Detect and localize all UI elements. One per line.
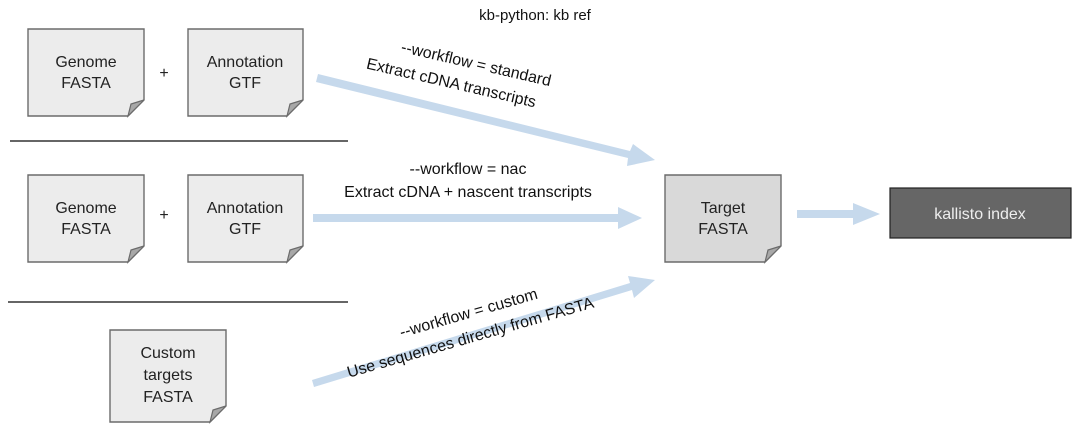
annotation-gtf-doc-2 [187,174,304,264]
genome-fasta-label-line2: FASTA [61,75,111,92]
arrow-to-index [797,203,880,225]
custom-targets-fasta-doc [109,329,227,424]
annotation-gtf-2-label-line1: Annotation [207,200,284,217]
arrow-nac [313,207,642,229]
genome-fasta-2-label-line2: FASTA [61,221,111,238]
document-body [27,28,145,117]
row-nac: Genome FASTA + Annotation GTF --workflow… [27,161,642,264]
document-fold-corner [763,245,782,264]
document-body [664,174,782,263]
workflow-nac-description: Extract cDNA + nascent transcripts [344,184,592,201]
document-fold-corner [285,99,304,118]
arrow-standard [316,74,655,166]
annotation-gtf-doc [187,28,304,118]
annotation-gtf-2-label-line2: GTF [229,221,261,238]
plus-sign-2: + [159,207,168,224]
custom-targets-label-line3: FASTA [143,389,193,406]
document-body [27,174,145,263]
plus-sign: + [159,65,168,82]
document-fold-corner [208,405,227,424]
genome-fasta-2-label-line1: Genome [55,200,116,217]
genome-fasta-doc [27,28,145,118]
diagram-title: kb-python: kb ref [479,7,592,24]
row-custom: Custom targets FASTA --workflow = custom… [109,276,655,424]
target-fasta-label-line1: Target [701,200,746,217]
document-body [187,28,304,117]
row-standard: Genome FASTA + Annotation GTF --workflow… [27,28,655,166]
target-fasta-label-line2: FASTA [698,221,748,238]
annotation-gtf-label-line2: GTF [229,75,261,92]
kallisto-index-box [889,187,1072,239]
document-fold-corner [126,99,145,118]
annotation-gtf-label-line1: Annotation [207,54,284,71]
custom-targets-label-line2: targets [144,367,193,384]
workflow-nac-label: --workflow = nac [410,161,527,178]
kallisto-index-label: kallisto index [934,206,1026,223]
genome-fasta-doc-2 [27,174,145,264]
target-fasta-doc [664,174,782,264]
genome-fasta-label-line1: Genome [55,54,116,71]
arrow-custom [312,276,655,387]
document-body [187,174,304,263]
document-fold-corner [285,245,304,264]
custom-targets-label-line1: Custom [140,345,195,362]
document-fold-corner [126,245,145,264]
